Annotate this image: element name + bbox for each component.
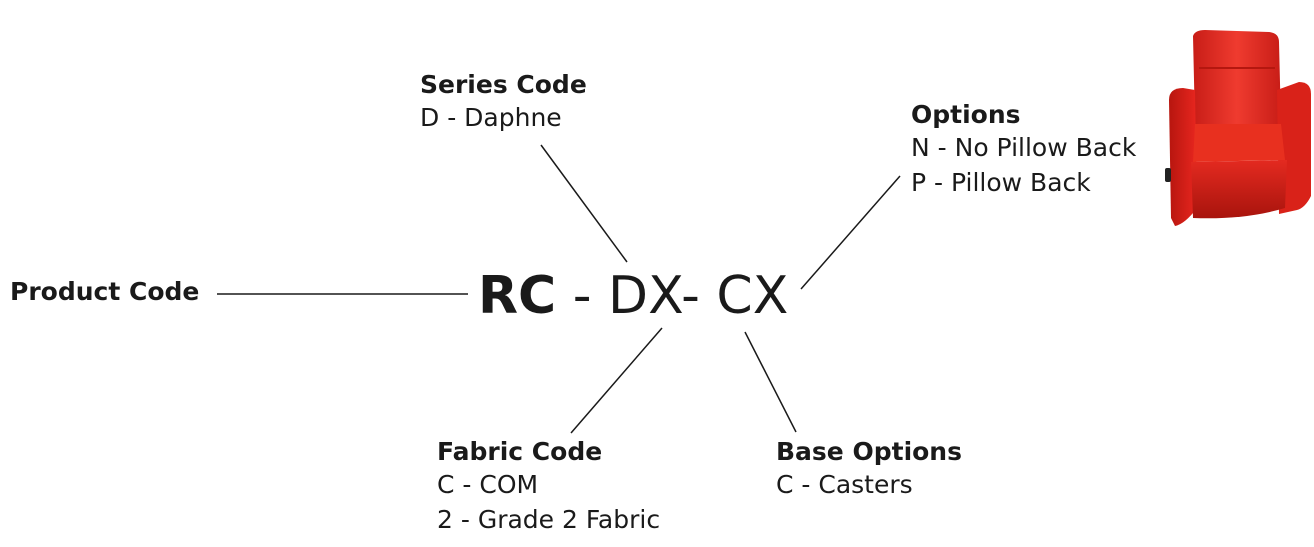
code-part-product: RC bbox=[478, 266, 557, 326]
fabric-code-heading: Fabric Code bbox=[437, 437, 603, 466]
series-code-block: Series Code D - Daphne bbox=[420, 70, 587, 135]
code-part-options: CX bbox=[716, 266, 789, 326]
base-options-heading: Base Options bbox=[776, 437, 962, 466]
fabric-code-block: Fabric Code C - COM 2 - Grade 2 Fabric bbox=[437, 437, 660, 537]
options-heading: Options bbox=[911, 100, 1021, 129]
code-separator-2: - bbox=[681, 266, 717, 326]
fabric-code-item: 2 - Grade 2 Fabric bbox=[437, 505, 661, 534]
base-options-block: Base Options C - Casters bbox=[776, 437, 962, 502]
code-separator-1: - bbox=[556, 266, 609, 326]
code-part-series: DX bbox=[608, 266, 682, 326]
base-options-connector bbox=[744, 331, 797, 433]
options-item: N - No Pillow Back bbox=[911, 133, 1137, 162]
fabric-code-connector bbox=[570, 327, 663, 434]
options-item: P - Pillow Back bbox=[911, 168, 1091, 197]
base-options-item: C - Casters bbox=[776, 470, 913, 499]
series-code-item: D - Daphne bbox=[420, 103, 562, 132]
options-connector bbox=[800, 175, 901, 290]
product-code-string: RC - DX- CX bbox=[478, 266, 788, 326]
red-recliner-chair-image bbox=[1165, 30, 1311, 226]
series-code-heading: Series Code bbox=[420, 70, 587, 99]
series-code-connector bbox=[540, 144, 628, 263]
product-code-label: Product Code bbox=[10, 277, 200, 306]
options-block: Options N - No Pillow Back P - Pillow Ba… bbox=[911, 100, 1136, 200]
fabric-code-item: C - COM bbox=[437, 470, 539, 499]
